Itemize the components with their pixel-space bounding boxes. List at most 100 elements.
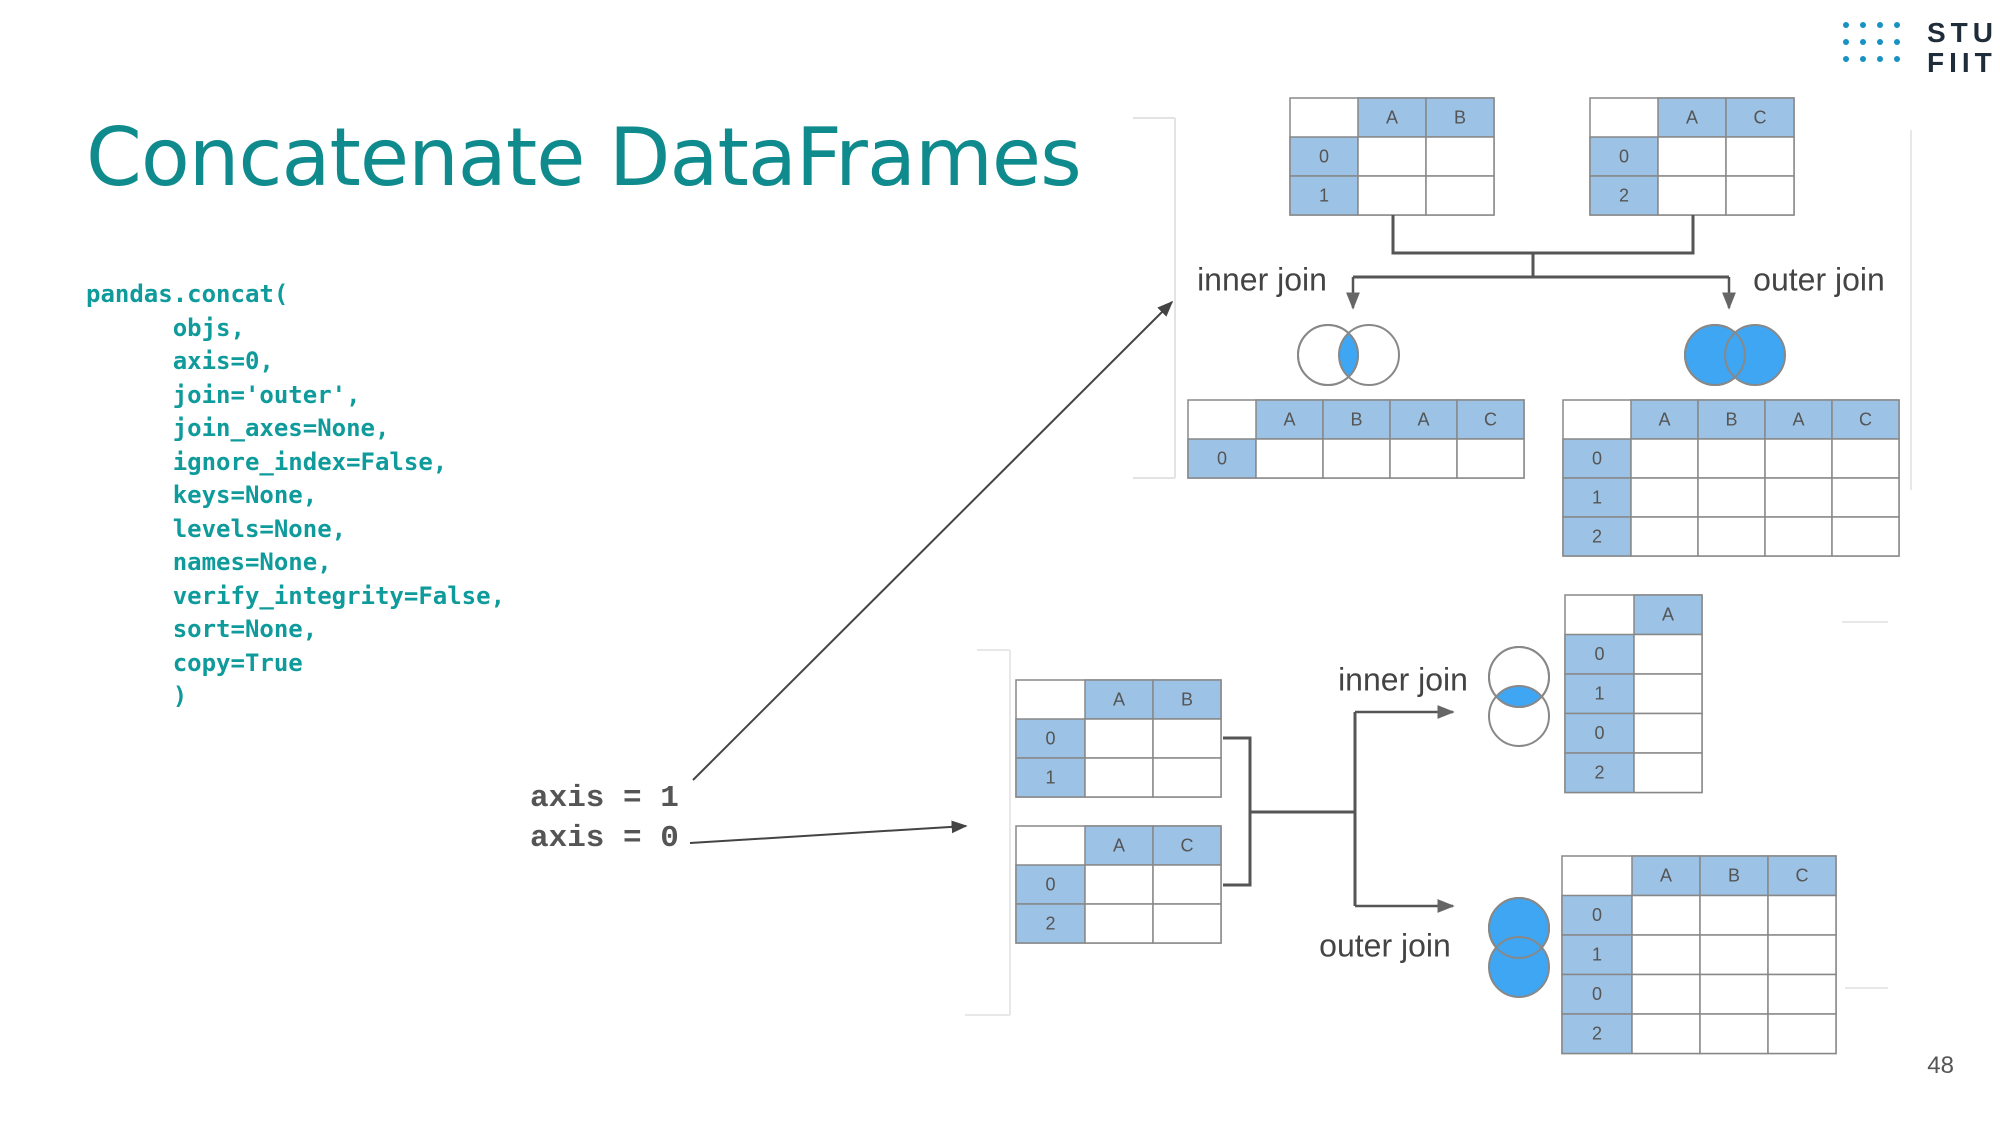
logo-dot [1843, 56, 1849, 62]
bottom-outer-result-table-col-header [1767, 855, 1837, 897]
bottom-merge-connector [1223, 736, 1252, 887]
top-outer-result-table-col-header [1697, 399, 1766, 440]
bottom-top-input-table-cell [1084, 757, 1154, 798]
top-inner-result-table-cell [1456, 438, 1525, 479]
top-right-input-table-col-label: A [1686, 107, 1698, 127]
bottom-outer-result-table-col-header [1699, 855, 1769, 897]
logo-dot [1877, 22, 1883, 28]
top-merge-connector [1391, 215, 1695, 255]
bottom-inner-result-table-row-header [1564, 633, 1635, 675]
top-outer-result-table-cell [1831, 438, 1900, 479]
top-outer-result-table-row-label: 2 [1592, 526, 1602, 546]
top-inner-result-table-row-label: 0 [1217, 448, 1227, 468]
page-number: 48 [1927, 1052, 1954, 1079]
top-outer-venn-circle-left-outline [1684, 324, 1746, 386]
bottom-outer-result-table-cell [1631, 973, 1701, 1015]
top-outer-result-table-col-label: B [1725, 409, 1737, 429]
bottom-inner-result-table-row-label: 0 [1594, 723, 1604, 743]
bottom-outer-result-table-row-label: 0 [1592, 905, 1602, 925]
bottom-outer-result-table-col-label: B [1728, 866, 1740, 886]
bottom-top-input-table-row-label: 1 [1045, 767, 1055, 787]
logo-line-2: FIIT [1927, 47, 1997, 78]
top-outer-result-table-col-label: C [1859, 409, 1872, 429]
bottom-top-input-table-col-header [1152, 679, 1222, 720]
top-outer-result-table-cell [1764, 516, 1833, 557]
axis-0-label: axis = 0 [530, 821, 679, 856]
bottom-outer-result-table-row-label: 0 [1592, 984, 1602, 1004]
top-outer-result-table-cell [1764, 438, 1833, 479]
bottom-outer-result-table-cell [1631, 1013, 1701, 1055]
bottom-outer-result-table-col-label: A [1660, 866, 1672, 886]
top-right-input-table-col-header [1657, 97, 1727, 138]
logo-dot [1843, 39, 1849, 45]
bottom-top-input-table-row-label: 0 [1045, 728, 1055, 748]
logo-dot [1877, 56, 1883, 62]
bottom-outer-result-table-cell [1767, 934, 1837, 976]
axis-0-pointer-arrow [689, 820, 968, 844]
axis-1-label: axis = 1 [530, 781, 679, 816]
logo-text: STU FIIT [1927, 18, 1998, 78]
top-left-input-table-col-label: B [1454, 107, 1466, 127]
top-inner-venn-circle-right [1338, 324, 1400, 386]
logo-dot [1894, 22, 1900, 28]
bottom-top-input-table-row-header [1015, 718, 1086, 759]
bottom-top-input-table-cell [1084, 718, 1154, 759]
top-inner-result-table-cell [1255, 438, 1324, 479]
top-outer-join-label: outer join [1753, 261, 1885, 297]
bottom-outer-result-table-cell [1699, 894, 1769, 936]
top-outer-result-table-cell [1630, 516, 1699, 557]
top-right-input-table-cell [1725, 175, 1795, 216]
top-outer-result-table-cell [1831, 516, 1900, 557]
top-left-input-table-row-label: 0 [1319, 146, 1329, 166]
top-outer-result-table-row-header [1562, 516, 1632, 557]
top-outer-result-table-col-header [1831, 399, 1900, 440]
bottom-outer-result-table-cell [1699, 973, 1769, 1015]
top-inner-result-table-cell [1322, 438, 1391, 479]
logo-dots [1843, 22, 1911, 70]
bottom-outer-result-table-cell [1767, 1013, 1837, 1055]
bottom-inner-result-table-col-label: A [1662, 605, 1674, 625]
top-inner-join-label: inner join [1197, 261, 1327, 297]
top-inner-result-table-col-label: A [1417, 409, 1429, 429]
bottom-inner-result-table-row-label: 0 [1594, 644, 1604, 664]
top-outer-venn-circle-right [1724, 324, 1786, 386]
top-inner-result-table-col-label: B [1350, 409, 1362, 429]
bottom-outer-result-table-cell [1699, 934, 1769, 976]
top-outer-result-table-cell [1697, 516, 1766, 557]
top-inner-result-table-cell [1389, 438, 1458, 479]
bottom-bottom-input-table-col-label: C [1181, 835, 1194, 855]
bottom-bottom-input-table-row-label: 2 [1045, 913, 1055, 933]
bottom-outer-result-table-col-label: C [1796, 866, 1809, 886]
bottom-top-input-table-cell [1152, 718, 1222, 759]
bottom-inner-venn-circle-top-outline [1488, 646, 1550, 708]
top-right-input-table-cell [1725, 136, 1795, 177]
bottom-inner-result-table-row-label: 1 [1594, 684, 1604, 704]
bottom-outer-venn-circle-bottom [1488, 936, 1550, 998]
top-right-input-table-col-header [1725, 97, 1795, 138]
top-outer-result-table-row-label: 0 [1592, 448, 1602, 468]
logo-dot [1894, 56, 1900, 62]
bottom-outer-result-table-row-label: 2 [1592, 1024, 1602, 1044]
top-left-input-table-row-label: 1 [1319, 185, 1329, 205]
bottom-outer-result-table-cell [1631, 934, 1701, 976]
logo-dot [1860, 22, 1866, 28]
top-left-input-table-cell [1425, 136, 1495, 177]
top-left-input-table-cell [1357, 175, 1427, 216]
bottom-top-input-table-col-label: B [1181, 689, 1193, 709]
bottom-inner-result-table-row-header [1564, 752, 1635, 794]
top-outer-result-table-col-label: A [1658, 409, 1670, 429]
top-left-input-table-col-header [1357, 97, 1427, 138]
bottom-outer-result-table-col-header [1631, 855, 1701, 897]
bottom-outer-result-table-cell [1767, 894, 1837, 936]
logo-dot [1877, 39, 1883, 45]
top-left-input-table-col-header [1425, 97, 1495, 138]
bottom-bottom-input-table-cell [1084, 903, 1154, 944]
top-inner-result-table-col-header [1456, 399, 1525, 440]
bottom-top-input-table-cell [1152, 757, 1222, 798]
